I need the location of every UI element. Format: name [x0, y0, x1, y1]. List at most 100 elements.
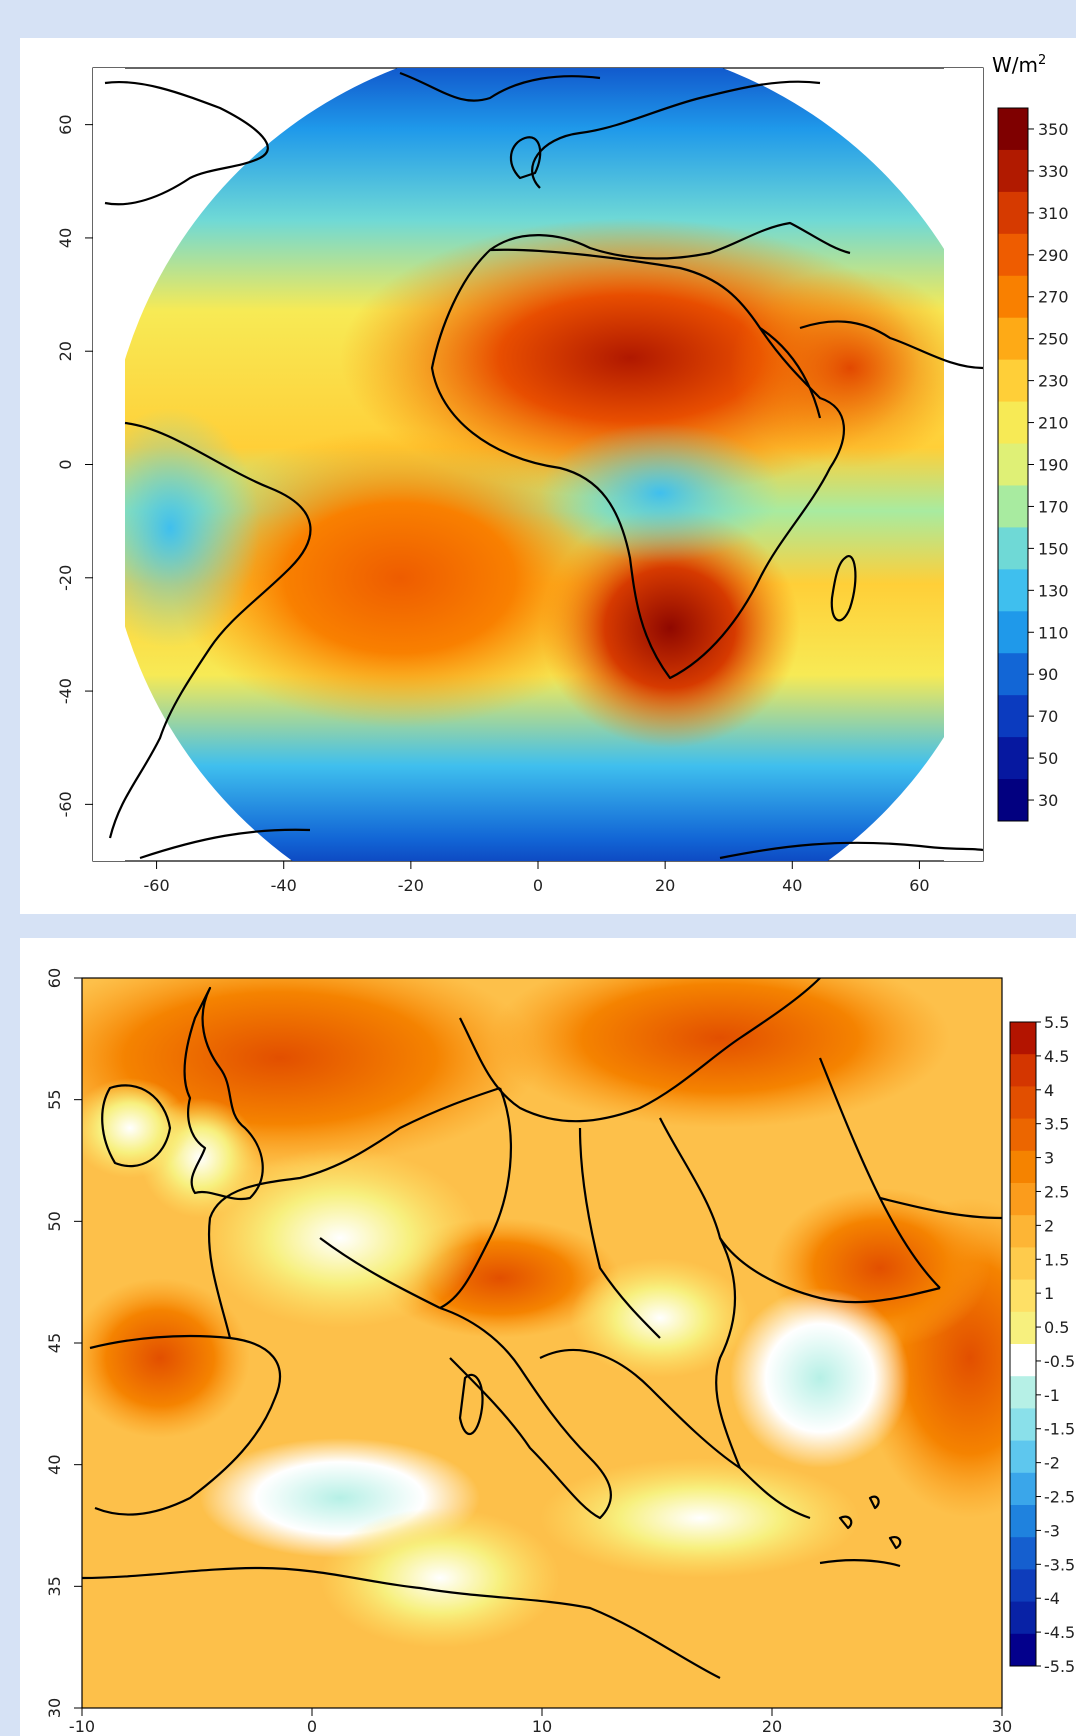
- colorbar-label: 0.5: [1044, 1318, 1069, 1337]
- colorbar-label: 1.5: [1044, 1250, 1069, 1269]
- colorbar-label: -4.5: [1044, 1623, 1075, 1642]
- y-tick-label: 0: [56, 459, 75, 469]
- colorbar-swatch: [1010, 1472, 1036, 1506]
- colorbar-swatch: [1010, 1505, 1036, 1538]
- colorbar-swatch: [1010, 1247, 1036, 1281]
- y-tick-label: 30: [45, 1698, 64, 1718]
- y-tick-label: -20: [56, 565, 75, 591]
- colorbar-label: -1: [1044, 1386, 1060, 1405]
- coastlines-borders: [82, 978, 1002, 1679]
- colorbar-label: -5.5: [1044, 1657, 1075, 1676]
- y-tick-label: 45: [45, 1333, 64, 1353]
- colorbar-label: -4: [1044, 1589, 1060, 1608]
- anomaly-field: [82, 978, 1002, 1708]
- colorbar-label: 310: [1038, 204, 1069, 223]
- colorbar-swatch: [998, 653, 1028, 696]
- colorbar-label: 1: [1044, 1284, 1054, 1303]
- colorbar-label: 90: [1038, 665, 1058, 684]
- colorbar-label: -3: [1044, 1521, 1060, 1540]
- colorbar-label: 5.5: [1044, 1013, 1069, 1032]
- colorbar-label: -0.5: [1044, 1352, 1075, 1371]
- colorbar-label: 350: [1038, 120, 1069, 139]
- colorbar-swatch: [1010, 1376, 1036, 1409]
- colorbar-swatch: [998, 611, 1028, 654]
- colorbar-label: -1.5: [1044, 1420, 1075, 1439]
- colorbar-label: 130: [1038, 581, 1069, 600]
- colorbar-swatch: [998, 443, 1028, 486]
- colorbar-swatch: [998, 359, 1028, 403]
- x-tick-label: -10: [69, 1717, 95, 1736]
- colorbar-label: -3.5: [1044, 1555, 1075, 1574]
- colorbar-frame: [1009, 1021, 1037, 1667]
- y-tick-label: -40: [56, 678, 75, 704]
- colorbar-label: 70: [1038, 707, 1058, 726]
- colorbar-swatch: [1010, 1311, 1036, 1345]
- radiation-disk: [93, 68, 983, 861]
- colorbar-swatch: [998, 779, 1028, 822]
- colorbar-swatch: [998, 317, 1028, 361]
- x-tick-label: 60: [909, 876, 929, 895]
- colorbar: 3503303102902702502302101901701501301109…: [997, 107, 1069, 822]
- x-tick-label: 30: [992, 1717, 1012, 1736]
- colorbar-swatch: [998, 233, 1028, 277]
- colorbar-label: 230: [1038, 372, 1069, 391]
- colorbar-label: 110: [1038, 623, 1069, 642]
- x-tick-label: 20: [762, 1717, 782, 1736]
- x-tick-label: -20: [398, 876, 424, 895]
- colorbar-label: 2: [1044, 1216, 1054, 1235]
- colorbar-label: 250: [1038, 330, 1069, 349]
- colorbar-swatch: [1010, 1215, 1036, 1248]
- colorbar-label: -2.5: [1044, 1488, 1075, 1507]
- colorbar-swatch: [1010, 1537, 1036, 1570]
- colorbar-swatch: [1010, 1054, 1036, 1087]
- colorbar-swatch: [1010, 1279, 1036, 1313]
- colorbar-swatch: [1010, 1022, 1036, 1055]
- x-tick-label: 40: [782, 876, 802, 895]
- colorbar-swatch: [1010, 1086, 1036, 1120]
- colorbar-label: 50: [1038, 749, 1058, 768]
- colorbar-swatch: [1010, 1183, 1036, 1216]
- colorbar-label: 210: [1038, 414, 1069, 433]
- colorbar-swatch: [1010, 1408, 1036, 1442]
- colorbar-label: 170: [1038, 497, 1069, 516]
- x-tick-label: -40: [271, 876, 297, 895]
- colorbar-label: 4: [1044, 1081, 1054, 1100]
- colorbar-swatch: [998, 149, 1028, 193]
- y-tick-label: 40: [56, 228, 75, 248]
- colorbar-swatch: [998, 191, 1028, 235]
- colorbar-swatch: [1010, 1344, 1036, 1377]
- x-tick-label: 0: [307, 1717, 317, 1736]
- colorbar-unit-label: W/m2: [992, 53, 1046, 77]
- colorbar-swatch: [998, 108, 1028, 151]
- colorbar-swatch: [1010, 1569, 1036, 1603]
- x-tick-label: 20: [655, 876, 675, 895]
- colorbar-label: 150: [1038, 539, 1069, 558]
- colorbar-swatch: [1010, 1440, 1036, 1474]
- colorbar-label: -2: [1044, 1454, 1060, 1473]
- colorbar-swatch: [998, 275, 1028, 319]
- colorbar-swatch: [998, 527, 1028, 570]
- colorbar-label: 30: [1038, 791, 1058, 810]
- colorbar-swatch: [998, 401, 1028, 445]
- y-tick-label: 35: [45, 1576, 64, 1596]
- x-tick-label: 10: [532, 1717, 552, 1736]
- colorbar-swatch: [1010, 1633, 1036, 1667]
- x-tick-label: -60: [144, 876, 170, 895]
- colorbar-label: 2.5: [1044, 1182, 1069, 1201]
- colorbar-label: 290: [1038, 246, 1069, 265]
- y-tick-label: 55: [45, 1089, 64, 1109]
- colorbar-2: 5.54.543.532.521.510.5-0.5-1-1.5-2-2.5-3…: [1009, 1013, 1075, 1676]
- colorbar-label: 270: [1038, 288, 1069, 307]
- colorbar-swatch: [1010, 1601, 1036, 1635]
- y-tick-label: 50: [45, 1211, 64, 1231]
- colorbar-swatch: [998, 569, 1028, 612]
- y-tick-label: 60: [56, 114, 75, 134]
- colorbar-swatch: [998, 737, 1028, 780]
- y-tick-label: 60: [45, 968, 64, 988]
